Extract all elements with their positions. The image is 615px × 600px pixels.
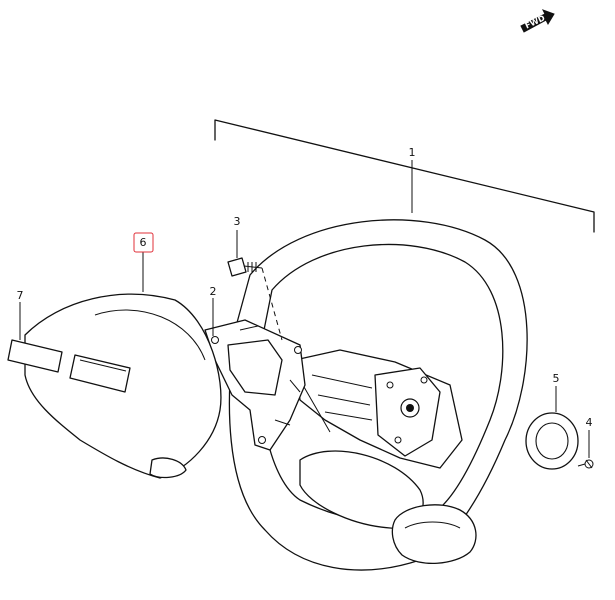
steering-wheel-bracket[interactable]: [204, 319, 306, 451]
highlight-box: [133, 232, 154, 253]
callout-6: 6: [140, 236, 147, 249]
callout-6-highlighted[interactable]: 6: [133, 232, 154, 253]
fwd-label: FWD: [524, 13, 547, 30]
fwd-arrow-icon: FWD: [520, 9, 555, 33]
callout-1: 1: [409, 146, 416, 159]
callout-7: 7: [17, 289, 24, 302]
horn-emblem[interactable]: [7, 339, 63, 373]
part-1-bracket: [214, 119, 595, 233]
callout-2: 2: [210, 285, 217, 298]
screw-part-4[interactable]: [577, 459, 594, 469]
screw-part-3[interactable]: [227, 257, 263, 277]
callout-3: 3: [234, 215, 241, 228]
steering-wheel[interactable]: [228, 219, 528, 571]
callout-5: 5: [553, 372, 560, 385]
contact-ring[interactable]: [525, 412, 579, 470]
callout-4: 4: [586, 416, 593, 429]
horn-cover[interactable]: [24, 293, 222, 479]
